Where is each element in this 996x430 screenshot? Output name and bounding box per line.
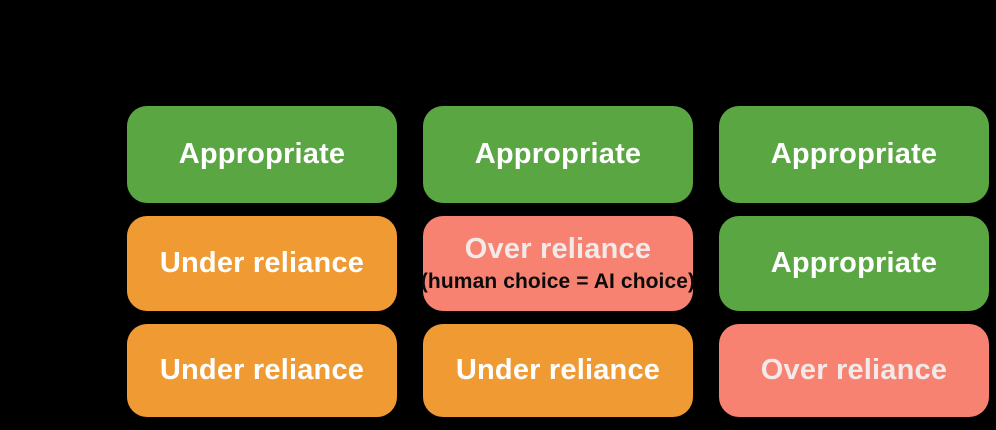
- matrix-cell-under_reliance: Under reliance: [127, 216, 397, 311]
- matrix-cell-label: Over reliance: [760, 353, 948, 386]
- matrix-cell-over_reliance: Over reliance (human choice = AI choice): [420, 216, 696, 311]
- matrix-cell-over_reliance: Over reliance: [719, 324, 989, 417]
- matrix-cell-appropriate: Appropriate: [127, 106, 397, 203]
- matrix-cell-appropriate: Appropriate: [719, 216, 989, 311]
- matrix-cell-appropriate: Appropriate: [719, 106, 989, 203]
- matrix-cell-under_reliance: Under reliance: [423, 324, 693, 417]
- matrix-cell-label: Appropriate: [474, 137, 642, 170]
- matrix-cell-label: Appropriate: [770, 246, 938, 279]
- matrix-cell-sublabel: (human choice = AI choice): [420, 269, 696, 293]
- matrix-cell-under_reliance: Under reliance: [127, 324, 397, 417]
- matrix-cell-label: Under reliance: [159, 353, 365, 386]
- matrix-cell-label: Appropriate: [770, 137, 938, 170]
- matrix-cell-label: Under reliance: [159, 246, 365, 279]
- matrix-cell-label: Over reliance: [464, 233, 652, 266]
- matrix-cell-label: Under reliance: [455, 353, 661, 386]
- matrix-cell-label: Appropriate: [178, 137, 346, 170]
- matrix-cell-appropriate: Appropriate: [423, 106, 693, 203]
